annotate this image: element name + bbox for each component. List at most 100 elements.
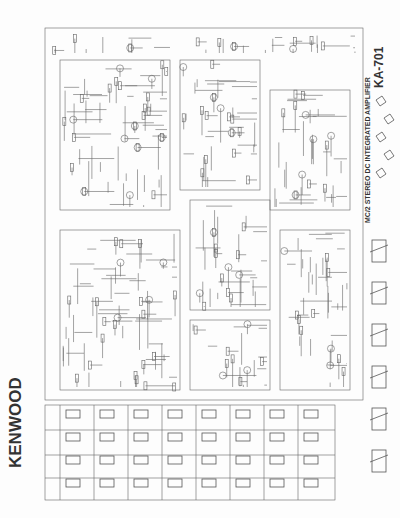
wire (234, 326, 246, 327)
wire (183, 153, 194, 154)
wire (289, 317, 310, 318)
wire (90, 95, 108, 96)
wire (338, 359, 339, 380)
resistor-symbol (196, 38, 199, 46)
wire (303, 298, 304, 315)
resistor-symbol (115, 77, 118, 85)
wire (144, 175, 145, 192)
wire (295, 41, 302, 42)
transistor-symbol (231, 43, 238, 50)
resistor-symbol (142, 310, 145, 318)
brand-logo: KENWOOD (6, 375, 26, 470)
wire (333, 185, 334, 207)
wire (274, 188, 275, 207)
wire (143, 364, 161, 365)
wire (86, 49, 87, 53)
wire (310, 110, 311, 123)
resistor-symbol (239, 378, 242, 386)
wire (169, 377, 177, 378)
part-sketch (304, 433, 318, 441)
transistor-symbol (327, 345, 334, 352)
wire (351, 36, 355, 37)
wire (205, 80, 236, 81)
wire (208, 346, 217, 347)
resistor-symbol (73, 35, 76, 43)
wire (217, 80, 218, 98)
wire (331, 306, 347, 307)
transistor-symbol (70, 116, 77, 123)
wire (74, 103, 75, 135)
resistor-symbol (294, 101, 297, 109)
wire (161, 266, 167, 267)
transistor-symbol (180, 64, 187, 71)
wire (120, 85, 137, 86)
part-sketch (372, 366, 386, 388)
resistor-symbol (294, 37, 297, 45)
table-rule (128, 405, 129, 500)
wire (118, 147, 119, 181)
table-rule (230, 405, 231, 500)
wire (276, 199, 277, 207)
wire (247, 324, 248, 334)
wire (343, 372, 344, 387)
wire (84, 343, 85, 371)
wire (172, 277, 177, 278)
part-sketch (372, 240, 386, 262)
part-sketch (100, 479, 114, 487)
part-sketch (100, 433, 114, 441)
wire (238, 234, 239, 262)
wire (147, 291, 148, 319)
resistor-symbol (152, 191, 155, 199)
wire (336, 196, 347, 197)
wire (318, 277, 332, 278)
transistor-symbol (114, 314, 121, 321)
wire (220, 108, 221, 142)
wire (283, 113, 284, 133)
transistor-symbol (236, 271, 243, 278)
wire (79, 149, 80, 164)
resistor-symbol (242, 223, 245, 231)
protection-block (190, 320, 270, 390)
wire (247, 370, 248, 387)
schematic-frame (45, 28, 363, 400)
wire (253, 280, 254, 296)
wire (262, 361, 267, 362)
wire (102, 338, 103, 358)
wire (247, 325, 267, 326)
wire (175, 295, 176, 316)
resistor-symbol (302, 91, 305, 99)
wire (337, 303, 338, 310)
part-sketch (168, 479, 182, 487)
wire (154, 47, 170, 48)
wire (223, 39, 224, 53)
wire (146, 260, 175, 261)
resistor-symbol (201, 169, 204, 177)
resistor-symbol (294, 90, 297, 98)
wire (149, 300, 150, 318)
wire (316, 264, 317, 295)
wire (100, 240, 135, 241)
wire (243, 46, 244, 53)
resistor-symbol (246, 176, 249, 184)
part-sketch (66, 479, 80, 487)
wire (324, 188, 325, 201)
wire (149, 111, 167, 112)
wire (238, 145, 257, 146)
resistor-symbol (108, 84, 111, 92)
wire (311, 139, 312, 164)
wire (162, 65, 163, 96)
wire (92, 297, 93, 316)
resistor-symbol (237, 251, 240, 259)
wire (266, 350, 267, 351)
wire (306, 114, 335, 115)
wire (100, 162, 101, 172)
transistor-symbol (148, 75, 155, 82)
part-sketch (168, 456, 182, 464)
wire (146, 359, 166, 360)
wire (147, 97, 148, 112)
wire (354, 52, 355, 53)
wire (303, 121, 304, 156)
wire (101, 278, 136, 279)
wire (74, 332, 92, 333)
wire (217, 293, 218, 299)
